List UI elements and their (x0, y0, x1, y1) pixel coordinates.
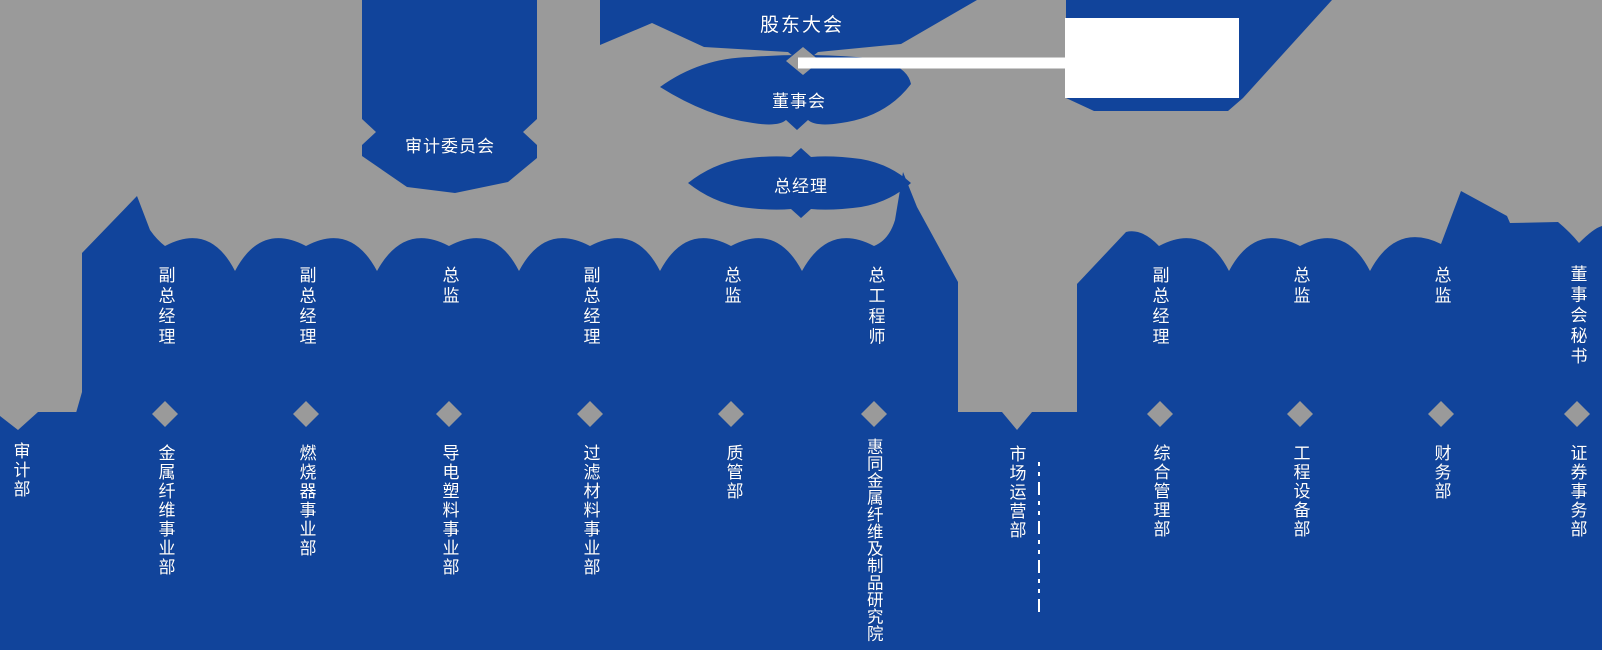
department-tier-label: 惠同金属纤维及制品研究院 (864, 438, 883, 642)
executive-tier-label: 总监 (439, 266, 459, 307)
gm-lens-shape (688, 148, 911, 218)
diamond-connector-icon (1147, 401, 1173, 427)
diamond-connector-icon (1428, 401, 1454, 427)
department-tier-label: 导电塑料事业部 (439, 444, 459, 577)
diamond-connector-icon (293, 401, 319, 427)
diamond-connector-icon (1564, 401, 1590, 427)
executive-tier-label: 总监 (721, 266, 741, 307)
executive-tier-label: 董事会秘书 (1567, 265, 1587, 368)
link-line (798, 57, 1066, 69)
department-tier-label: 财务部 (1431, 444, 1451, 501)
diamond-connector-icon (436, 401, 462, 427)
diamond-connector-icon (718, 401, 744, 427)
blank-white-box (1065, 18, 1239, 98)
diamond-connector-icon (577, 401, 603, 427)
department-tier-label: 证券事务部 (1567, 444, 1587, 539)
executive-tier-label: 总监 (1431, 266, 1451, 307)
node-label-audit-committee: 审计委员会 (405, 137, 495, 156)
shareholders-banner-shape (600, 0, 977, 64)
department-tier-label: 市场运营部 (1006, 445, 1026, 540)
diamond-connector-icon (152, 401, 178, 427)
executive-tier-label: 副总经理 (1149, 266, 1169, 348)
audit-committee-shape (362, 0, 537, 193)
node-label-shareholders-meeting: 股东大会 (759, 15, 845, 36)
department-tier-label: 质管部 (723, 444, 743, 501)
executive-tier-label: 总监 (1290, 266, 1310, 307)
department-tier-label: 金属纤维事业部 (155, 444, 175, 577)
department-tier-label: 工程设备部 (1290, 444, 1310, 539)
executive-tier-label: 总工程师 (865, 266, 885, 348)
department-tier-label: 燃烧器事业部 (296, 444, 316, 558)
board-leaf-shape (660, 55, 911, 130)
node-label-board-of-directors: 董事会 (772, 92, 826, 111)
department-tier-label: 审计部 (10, 442, 30, 499)
department-tier-label: 过滤材料事业部 (580, 444, 600, 577)
left-division-mass-shape (76, 172, 958, 418)
executive-tier-label: 副总经理 (296, 266, 316, 348)
executive-tier-label: 副总经理 (155, 266, 175, 348)
right-division-mass-shape (1077, 191, 1602, 418)
bottom-band-shape (0, 412, 1602, 650)
node-label-general-manager: 总经理 (774, 177, 828, 196)
executive-tier-label: 副总经理 (580, 266, 600, 348)
diamond-connector-icon (861, 401, 887, 427)
department-tier-label: 综合管理部 (1150, 444, 1170, 539)
diamond-connector-icon (1287, 401, 1313, 427)
